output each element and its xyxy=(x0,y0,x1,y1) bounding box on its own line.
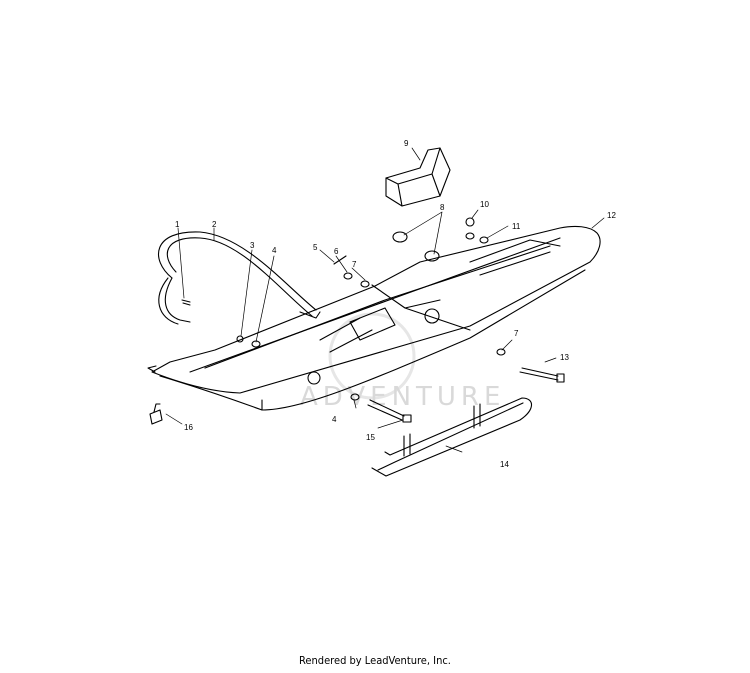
callout-11: 11 xyxy=(512,222,521,231)
callout-2: 2 xyxy=(212,220,217,229)
callout-15: 15 xyxy=(366,433,375,442)
hardware xyxy=(149,217,565,425)
callout-14: 14 xyxy=(500,460,509,469)
callout-7: 7 xyxy=(352,260,357,269)
callout-16: 16 xyxy=(184,423,193,432)
callout-6: 6 xyxy=(334,247,339,256)
ski-loop-handle xyxy=(158,231,321,325)
watermark: ADVENTURE xyxy=(300,312,505,412)
callout-labels: 1 2 3 4 5 6 7 8 9 10 11 12 13 4 15 14 16… xyxy=(175,139,616,469)
leader-lines xyxy=(165,147,605,453)
watermark-text: ADVENTURE xyxy=(300,382,505,412)
footer-credit: Rendered by LeadVenture, Inc. xyxy=(299,654,451,667)
part-14-runner xyxy=(371,397,533,477)
callout-9: 9 xyxy=(404,139,409,148)
callout-3: 3 xyxy=(250,241,255,250)
callout-13: 13 xyxy=(560,353,569,362)
callout-8: 8 xyxy=(440,203,445,212)
ski-body xyxy=(147,225,601,411)
part-9-spacer xyxy=(385,147,451,207)
callout-7b: 7 xyxy=(514,329,519,338)
callout-1: 1 xyxy=(175,220,180,229)
callout-12: 12 xyxy=(607,211,616,220)
callout-4b: 4 xyxy=(332,415,337,424)
callout-10: 10 xyxy=(480,200,489,209)
callout-4: 4 xyxy=(272,246,277,255)
callout-5: 5 xyxy=(313,243,318,252)
